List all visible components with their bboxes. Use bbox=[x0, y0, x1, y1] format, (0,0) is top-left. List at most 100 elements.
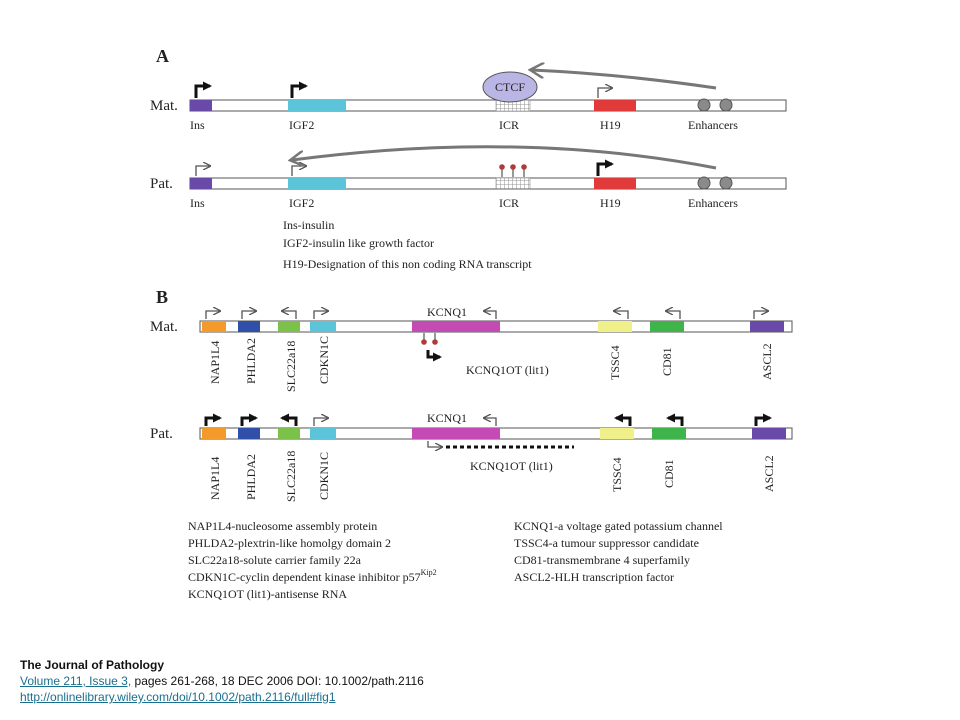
label-ascl2: ASCL2 bbox=[760, 343, 774, 380]
chromosome-bar bbox=[189, 99, 787, 112]
gene-box-igf2 bbox=[288, 100, 346, 111]
enhancer-dot bbox=[697, 176, 711, 190]
legend-line: CDKN1C-cyclin dependent kinase inhibitor… bbox=[188, 568, 437, 584]
transcription-arrow-active bbox=[280, 413, 298, 426]
gene-box-ins bbox=[190, 178, 212, 189]
volume-link[interactable]: Volume 211, Issue 3, bbox=[20, 674, 132, 688]
gene-box-h19 bbox=[594, 178, 636, 189]
label-phlda2: PHLDA2 bbox=[244, 454, 258, 500]
transcription-arrow-inactive bbox=[597, 88, 612, 98]
gene-box-phlda2 bbox=[238, 428, 260, 439]
label-h19: H19 bbox=[600, 196, 621, 210]
label-cd81: CD81 bbox=[660, 347, 674, 376]
panel-a-pat-label: Pat. bbox=[150, 176, 173, 192]
chromosome-bar bbox=[189, 177, 787, 190]
legend-line: Ins-insulin bbox=[283, 218, 334, 232]
panel-a-mat-label: Mat. bbox=[150, 98, 178, 114]
label-cdkn1c: CDKN1C bbox=[317, 336, 331, 384]
gene-box-igf2 bbox=[288, 178, 346, 189]
gene-box-kcnq1 bbox=[412, 428, 500, 439]
panel-b-legend-left: NAP1L4-nucleosome assembly protein PHLDA… bbox=[188, 519, 437, 601]
transcription-arrow-inactive bbox=[614, 311, 629, 319]
gene-box-slc22a18 bbox=[278, 321, 300, 332]
label-tssc4: TSSC4 bbox=[608, 345, 622, 380]
label-icr: ICR bbox=[499, 196, 519, 210]
transcription-arrow-inactive bbox=[205, 311, 220, 319]
transcription-arrow-active bbox=[204, 413, 222, 426]
label-cd81: CD81 bbox=[662, 459, 676, 488]
gene-box-h19 bbox=[594, 100, 636, 111]
gene-box-cd81 bbox=[652, 428, 686, 439]
transcription-arrow-inactive bbox=[484, 311, 497, 319]
legend-line: TSSC4-a tumour suppressor candidate bbox=[514, 536, 699, 550]
transcription-arrow-active bbox=[290, 81, 308, 98]
gene-box-cdkn1c bbox=[310, 428, 336, 439]
panel-b-maternal-row: Mat. KCNQ1 KCNQ1OT (lit1) NAP1L4 PHLDA2 … bbox=[150, 305, 793, 392]
panel-b-paternal-row: Pat. KCNQ1 KCNQ1OT (lit1) NAP1L4 PHLDA2 … bbox=[150, 411, 793, 502]
gene-box-cdkn1c bbox=[310, 321, 336, 332]
ctcf-label: CTCF bbox=[495, 80, 525, 94]
legend-line: CD81-transmembrane 4 superfamily bbox=[514, 553, 690, 567]
transcription-arrow-inactive bbox=[484, 418, 497, 426]
panel-b-mat-label: Mat. bbox=[150, 319, 178, 335]
transcription-arrow-inactive bbox=[666, 311, 681, 319]
gene-box-kcnq1 bbox=[412, 321, 500, 332]
enhancer-blocked-arrow bbox=[532, 70, 717, 90]
legend-line: ASCL2-HLH transcription factor bbox=[514, 570, 674, 584]
gene-box-nap1l4 bbox=[202, 321, 226, 332]
enhancer-active-arrow bbox=[292, 145, 717, 170]
legend-line: KCNQ1-a voltage gated potassium channel bbox=[514, 519, 723, 533]
gene-box-ascl2 bbox=[752, 428, 786, 439]
ctcf-ellipse bbox=[482, 71, 538, 103]
transcription-arrow-inactive bbox=[241, 311, 256, 319]
panel-b-pat-label: Pat. bbox=[150, 426, 173, 442]
legend-line: NAP1L4-nucleosome assembly protein bbox=[188, 519, 377, 533]
icr-box bbox=[495, 177, 531, 190]
citation-footer: The Journal of Pathology Volume 211, Iss… bbox=[20, 657, 424, 705]
label-tssc4: TSSC4 bbox=[610, 457, 624, 492]
panel-a-letter: A bbox=[156, 46, 169, 66]
label-cdkn1c: CDKN1C bbox=[317, 452, 331, 500]
label-nap1l4: NAP1L4 bbox=[208, 341, 222, 384]
transcription-arrow-active bbox=[614, 413, 632, 426]
enhancer-dot bbox=[697, 98, 711, 112]
transcription-arrow-inactive bbox=[291, 166, 306, 176]
journal-name: The Journal of Pathology bbox=[20, 658, 165, 672]
transcription-arrow-inactive bbox=[753, 311, 768, 319]
label-kcnq1ot: KCNQ1OT (lit1) bbox=[466, 363, 549, 377]
legend-line: KCNQ1OT (lit1)-antisense RNA bbox=[188, 587, 347, 601]
methylation-marks bbox=[421, 333, 438, 345]
label-kcnq1: KCNQ1 bbox=[427, 305, 467, 319]
transcription-arrow-inactive bbox=[313, 418, 328, 426]
enhancer-dot bbox=[719, 176, 733, 190]
gene-box-nap1l4 bbox=[202, 428, 226, 439]
label-phlda2: PHLDA2 bbox=[244, 338, 258, 384]
transcription-arrow-active bbox=[240, 413, 258, 426]
label-slc22a18: SLC22a18 bbox=[284, 451, 298, 502]
transcription-arrow-active bbox=[666, 413, 684, 426]
gene-box-tssc4 bbox=[600, 428, 634, 439]
transcription-arrow-active bbox=[596, 159, 614, 176]
legend-line: H19-Designation of this non coding RNA t… bbox=[283, 257, 532, 271]
gene-box-cd81 bbox=[650, 321, 684, 332]
enhancer-dot bbox=[719, 98, 733, 112]
gene-box-slc22a18 bbox=[278, 428, 300, 439]
label-h19: H19 bbox=[600, 118, 621, 132]
transcription-arrow-active bbox=[754, 413, 772, 426]
methylation-marks bbox=[499, 164, 527, 177]
label-kcnq1ot: KCNQ1OT (lit1) bbox=[470, 459, 553, 473]
article-url-link[interactable]: http://onlinelibrary.wiley.com/doi/10.10… bbox=[20, 690, 336, 704]
label-enhancers: Enhancers bbox=[688, 118, 738, 132]
transcription-arrow-inactive bbox=[313, 311, 328, 319]
legend-line: IGF2-insulin like growth factor bbox=[283, 236, 434, 250]
gene-box-ascl2 bbox=[750, 321, 784, 332]
panel-a-maternal-row: Mat. CTCF Ins IGF2 ICR H19 Enhancers bbox=[150, 70, 787, 132]
label-slc22a18: SLC22a18 bbox=[284, 341, 298, 392]
citation-text: pages 261-268, 18 DEC 2006 DOI: 10.1002/… bbox=[131, 674, 424, 688]
panel-a-legend: Ins-insulin IGF2-insulin like growth fac… bbox=[283, 218, 532, 271]
citation-line: Volume 211, Issue 3, pages 261-268, 18 D… bbox=[20, 673, 424, 689]
transcription-arrow-inactive bbox=[427, 441, 442, 447]
label-ascl2: ASCL2 bbox=[762, 455, 776, 492]
transcription-arrow-inactive bbox=[195, 166, 210, 176]
panel-b-letter: B bbox=[156, 287, 168, 307]
